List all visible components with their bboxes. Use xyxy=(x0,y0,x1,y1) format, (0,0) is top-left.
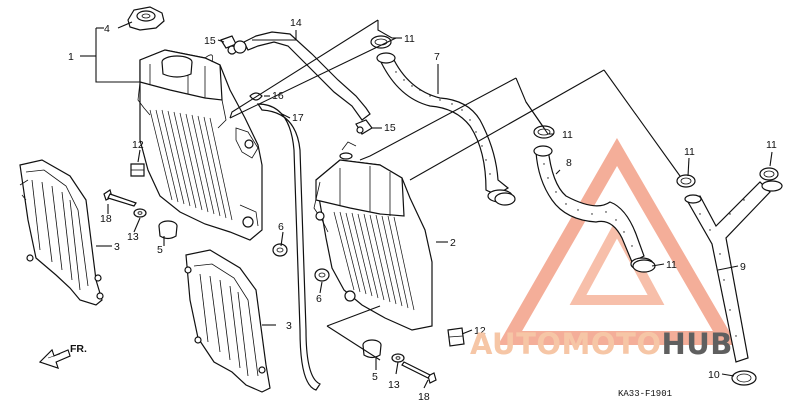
bolt-18-left xyxy=(103,189,137,207)
callout-3: 3 xyxy=(286,320,292,332)
callout-16: 16 xyxy=(272,90,284,102)
callout-5: 5 xyxy=(157,244,163,256)
callouts: 4 1 15 14 11 7 16 17 15 11 8 11 11 12 18… xyxy=(68,17,777,403)
callout-6: 6 xyxy=(316,293,322,305)
clip-15-top xyxy=(220,35,237,55)
bracket-12-right xyxy=(447,327,465,347)
callout-12: 12 xyxy=(474,325,486,337)
callout-14: 14 xyxy=(290,17,302,29)
callout-6: 6 xyxy=(278,221,284,233)
callout-11: 11 xyxy=(404,33,415,45)
callout-17: 17 xyxy=(292,112,304,124)
radiator-cap xyxy=(127,6,165,31)
callout-8: 8 xyxy=(566,157,572,169)
callout-13: 13 xyxy=(388,379,400,391)
diagram-code: KA33-F1901 xyxy=(618,389,672,399)
radiator-shroud-right xyxy=(184,249,271,393)
callout-11: 11 xyxy=(684,146,695,158)
radiator-right xyxy=(313,141,433,331)
radiator-left xyxy=(137,49,263,241)
watermark-part2: HUB xyxy=(661,327,732,361)
callout-1: 1 xyxy=(68,51,74,63)
watermark-text: AUTOMOTOHUB xyxy=(470,327,733,361)
callout-5: 5 xyxy=(372,371,378,383)
callout-15: 15 xyxy=(204,35,216,47)
callout-2: 2 xyxy=(450,237,456,249)
radiator-shroud-left xyxy=(19,159,104,306)
breather-tube xyxy=(256,103,321,391)
bolt-18-right xyxy=(401,361,437,384)
front-direction-arrow: FR. xyxy=(38,343,87,369)
callout-11: 11 xyxy=(666,259,677,271)
callout-18: 18 xyxy=(100,213,112,225)
callout-18: 18 xyxy=(418,391,430,403)
bracket-12-left xyxy=(130,163,145,177)
svg-text:AUTOMOTOHUB: AUTOMOTOHUB xyxy=(470,327,733,361)
direction-label: FR. xyxy=(70,343,87,355)
callout-15: 15 xyxy=(384,122,396,134)
leader-lines xyxy=(80,19,773,389)
callout-12: 12 xyxy=(132,139,144,151)
y-hose xyxy=(684,180,783,363)
washer-6-left xyxy=(272,243,288,257)
washer-13-left xyxy=(133,208,147,218)
grommet-5-right xyxy=(362,339,382,359)
grommet-5-left xyxy=(158,220,178,240)
callout-10: 10 xyxy=(708,369,720,381)
hose-clamp-11 xyxy=(370,35,779,273)
callout-7: 7 xyxy=(434,51,440,63)
washer-13-right xyxy=(391,353,405,363)
callout-11: 11 xyxy=(766,139,777,151)
callout-4: 4 xyxy=(104,23,110,35)
watermark-part1: AUTOMOTO xyxy=(470,327,661,361)
hose-clamp-10 xyxy=(731,370,757,386)
callout-3: 3 xyxy=(114,241,120,253)
overflow-hose xyxy=(233,31,371,121)
callout-13: 13 xyxy=(127,231,139,243)
callout-11: 11 xyxy=(562,129,573,141)
clip-15-mid xyxy=(355,119,373,135)
callout-9: 9 xyxy=(740,261,746,273)
washer-6-right xyxy=(314,268,330,282)
